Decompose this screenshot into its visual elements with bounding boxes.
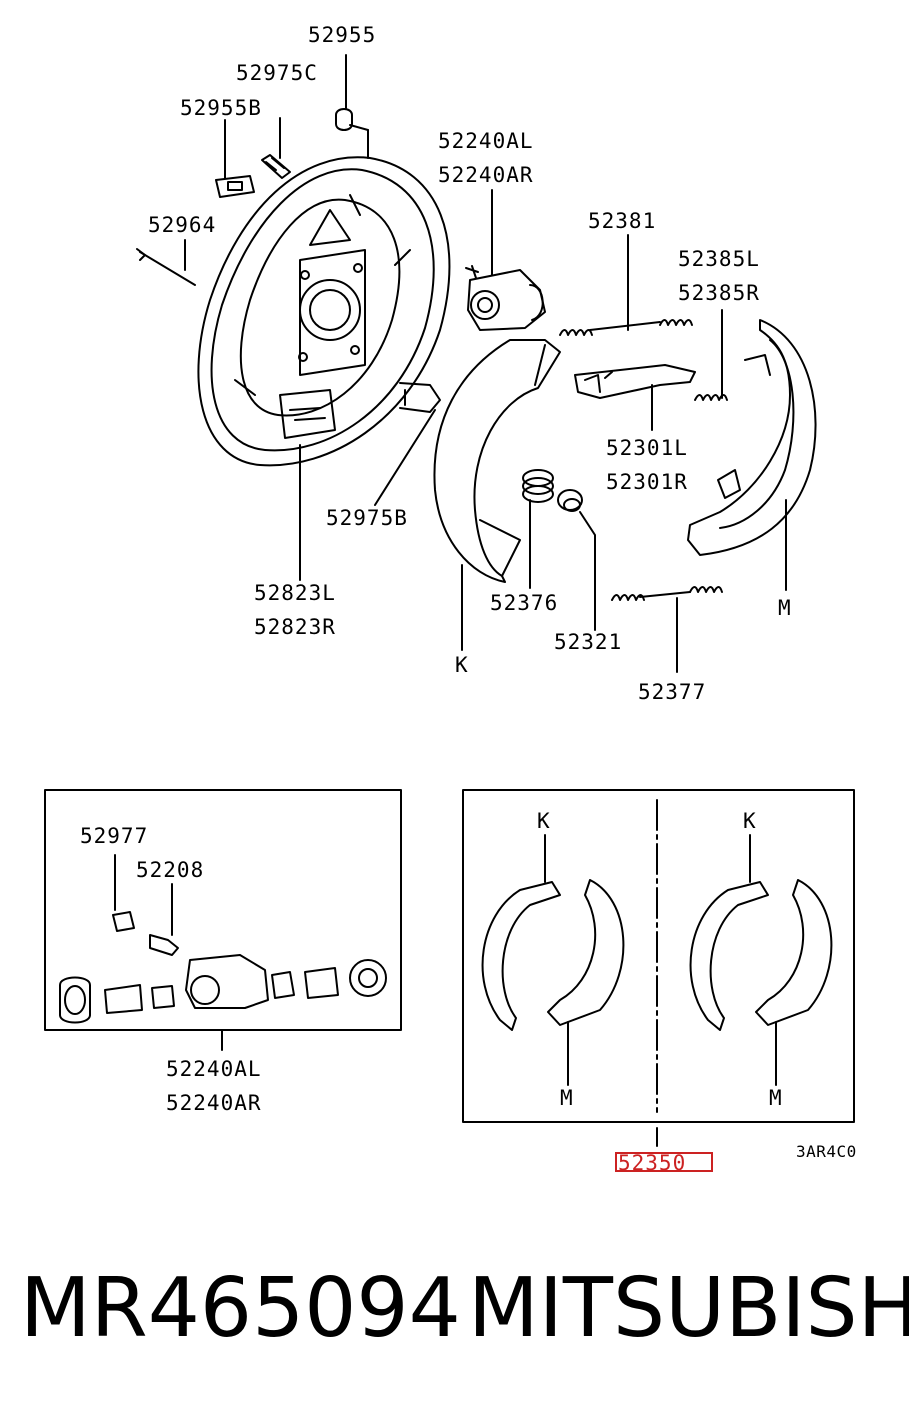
label-k-box-left: K <box>537 809 551 833</box>
label-52376: 52376 <box>490 591 558 615</box>
spring-cup-drawing <box>522 469 596 631</box>
wheel-cylinder-drawing <box>465 189 546 331</box>
label-k-main: K <box>455 653 469 677</box>
label-m-main: M <box>778 596 792 620</box>
label-52208: 52208 <box>136 858 204 882</box>
label-52975b: 52975B <box>326 506 408 530</box>
label-52240al-box: 52240AL <box>166 1057 262 1081</box>
wheel-cylinder-kit-drawing <box>59 854 387 1051</box>
shoe-set-drawing <box>481 799 833 1147</box>
spring-52377-drawing <box>611 586 723 673</box>
label-52240al-top: 52240AL <box>438 129 534 153</box>
footer-part-number: MR465094 <box>20 1261 461 1356</box>
label-52381: 52381 <box>588 209 656 233</box>
label-52975c: 52975C <box>236 61 318 85</box>
label-k-box-right: K <box>743 809 757 833</box>
label-52955: 52955 <box>308 23 376 47</box>
brake-shoe-k-drawing <box>433 339 561 651</box>
label-52350-highlighted: 52350 <box>618 1151 686 1175</box>
shoe-set-box <box>462 789 855 1123</box>
label-52385l: 52385L <box>678 247 760 271</box>
backing-plate-drawing <box>197 124 451 581</box>
label-52377: 52377 <box>638 680 706 704</box>
label-52977: 52977 <box>80 824 148 848</box>
label-52823r: 52823R <box>254 615 336 639</box>
label-m-box-left: M <box>560 1086 574 1110</box>
label-52240ar-box: 52240AR <box>166 1091 262 1115</box>
adjuster-52301-drawing <box>574 309 728 431</box>
label-52385r: 52385R <box>678 281 760 305</box>
label-52301r: 52301R <box>606 470 688 494</box>
label-52823l: 52823L <box>254 581 336 605</box>
label-52955b: 52955B <box>180 96 262 120</box>
label-52964: 52964 <box>148 213 216 237</box>
spring-52381-drawing <box>559 234 693 336</box>
label-52240ar-top: 52240AR <box>438 163 534 187</box>
label-diagram-code: 3AR4C0 <box>796 1142 857 1161</box>
label-52301l: 52301L <box>606 436 688 460</box>
highlight-box <box>615 1152 713 1172</box>
label-52321: 52321 <box>554 630 622 654</box>
footer-brand: MITSUBISHI <box>468 1261 909 1356</box>
label-m-box-right: M <box>769 1086 783 1110</box>
brake-shoe-m-drawing <box>687 319 817 591</box>
hardware-bolts-drawing <box>136 54 441 506</box>
